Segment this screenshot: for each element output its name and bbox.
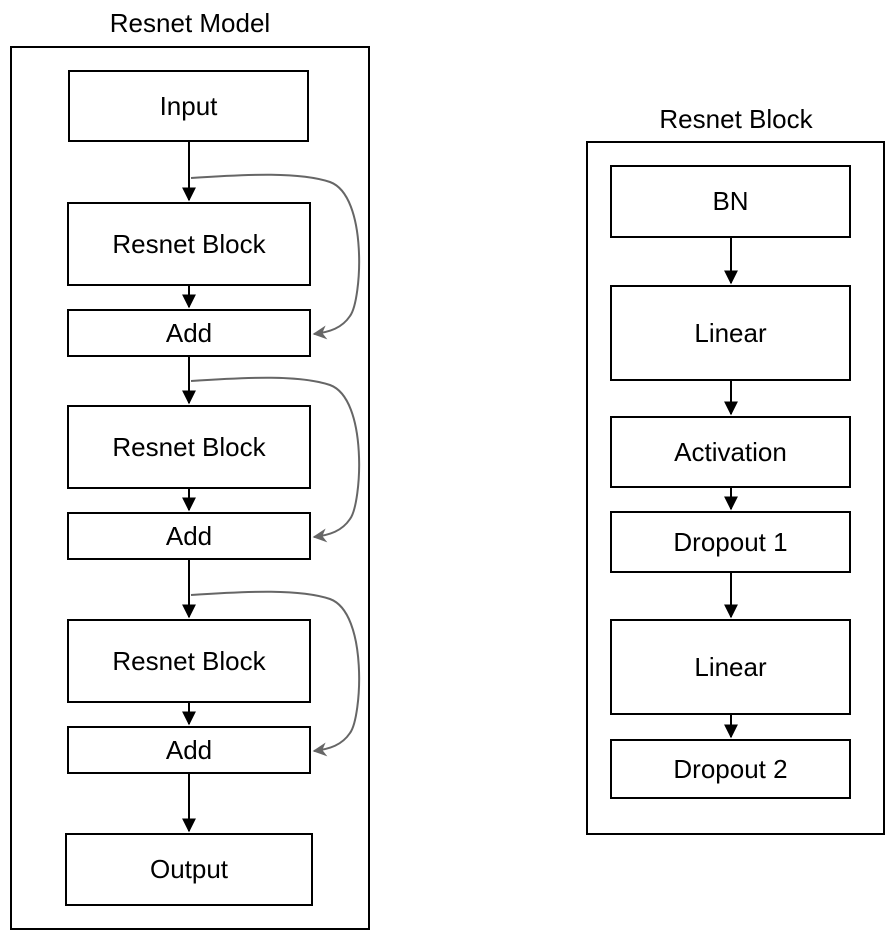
dropout-2-node: Dropout 2: [610, 739, 851, 799]
input-node: Input: [68, 70, 309, 142]
linear-node-1: Linear: [610, 285, 851, 381]
resnet-block-title: Resnet Block: [659, 104, 813, 134]
add-node-3: Add: [67, 726, 311, 774]
add-node-1: Add: [67, 309, 311, 357]
skip-connection-2: [190, 376, 361, 543]
skip-connection-3: [190, 590, 361, 757]
resnet-block-node-2: Resnet Block: [67, 405, 311, 489]
resnet-block-frame: [586, 141, 885, 835]
resnet-block-node-3: Resnet Block: [67, 619, 311, 703]
add-node-2: Add: [67, 512, 311, 560]
linear-node-2: Linear: [610, 619, 851, 715]
output-node: Output: [65, 833, 313, 906]
dropout-1-node: Dropout 1: [610, 511, 851, 573]
skip-connection-1: [190, 173, 361, 340]
resnet-model-title: Resnet Model: [109, 8, 271, 38]
activation-node: Activation: [610, 416, 851, 488]
bn-node: BN: [610, 165, 851, 238]
resnet-block-node-1: Resnet Block: [67, 202, 311, 286]
